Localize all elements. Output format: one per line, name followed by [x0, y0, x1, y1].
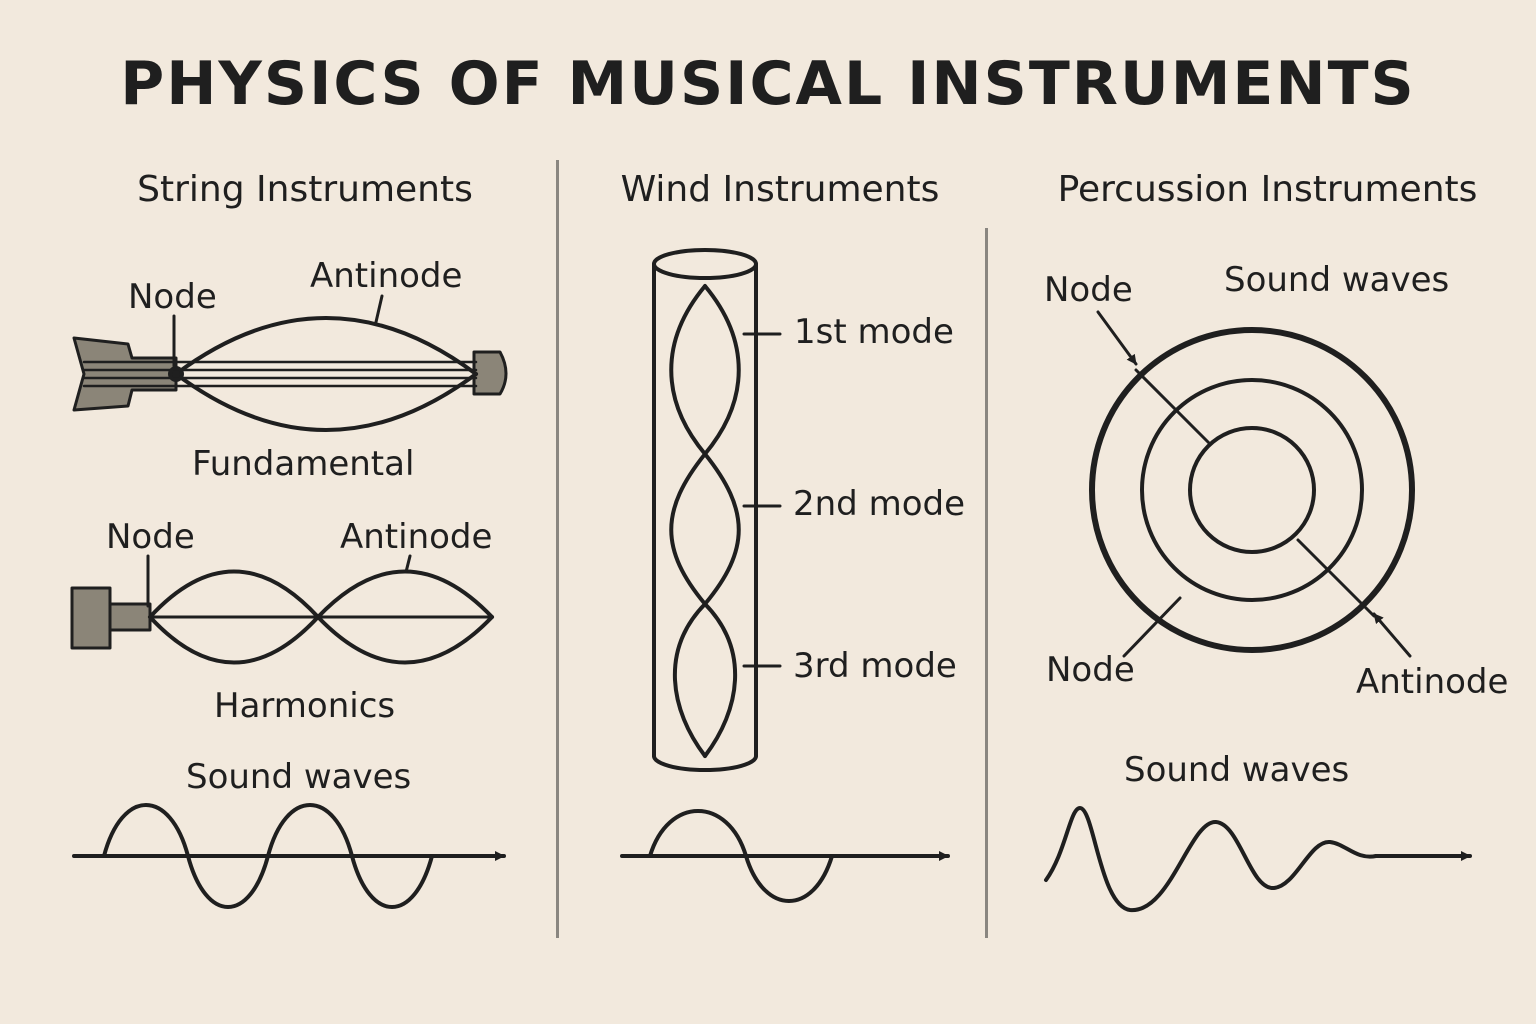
tube-mode-strand-b	[669, 284, 741, 758]
page-title: PHYSICS OF MUSICAL INSTRUMENTS	[120, 49, 1416, 119]
drum-middle-ring	[1140, 378, 1364, 602]
wind-mode-3-label: 3rd mode	[793, 646, 957, 686]
percussion-sound-wave	[1044, 806, 1472, 913]
wind-sound-wave-curve	[648, 809, 834, 903]
scroll-head-icon	[72, 336, 178, 412]
fundamental-node-dot	[168, 366, 184, 382]
fundamental-lower-loop	[174, 372, 478, 432]
drum-membrane-diagram	[1089, 310, 1415, 658]
tube-top-opening	[652, 248, 758, 280]
fundamental-caption: Fundamental	[192, 444, 415, 484]
harmonic-loop-upper-2	[316, 569, 494, 619]
drum-inner-ring	[1188, 426, 1316, 554]
peg-neck-icon	[108, 602, 152, 632]
string-sound-label: Sound waves	[186, 757, 412, 797]
wind-sound-wave	[620, 809, 950, 903]
string-sound-wave	[72, 803, 506, 909]
drum-node-bottom-pointer	[1122, 596, 1182, 658]
string-sound-wave-curve	[102, 803, 434, 909]
harmonics-node-label: Node	[106, 517, 195, 557]
fundamental-upper-loop	[174, 316, 478, 376]
drum-radial-line-bottom	[1296, 538, 1376, 618]
peg-block-icon	[70, 586, 112, 650]
divider-left	[556, 160, 559, 938]
fundamental-node-label: Node	[128, 277, 217, 317]
drum-radial-line-top	[1134, 368, 1212, 446]
percussion-heading: Percussion Instruments	[1057, 169, 1478, 210]
wind-tube-diagram	[652, 248, 782, 772]
fundamental-antinode-label: Antinode	[310, 256, 463, 296]
harmonics-antinode-pointer	[404, 554, 412, 574]
percussion-node-top-label: Node	[1044, 270, 1133, 310]
harmonics-antinode-label: Antinode	[340, 517, 493, 557]
string-heading: String Instruments	[137, 169, 473, 210]
harmonics-diagram	[70, 554, 494, 665]
wind-mode-1-label: 1st mode	[794, 312, 954, 352]
harmonics-caption: Harmonics	[214, 686, 396, 726]
percussion-sound-wave-curve	[1044, 806, 1378, 913]
wind-heading: Wind Instruments	[620, 169, 940, 210]
percussion-antinode-label: Antinode	[1356, 662, 1509, 702]
harmonic-loop-lower-1	[148, 615, 320, 665]
percussion-sound-top-label: Sound waves	[1224, 260, 1450, 300]
wind-mode-2-label: 2nd mode	[793, 484, 965, 524]
drum-outer-ring	[1089, 327, 1415, 653]
divider-right	[985, 228, 988, 938]
percussion-sound-label: Sound waves	[1124, 750, 1350, 790]
harmonic-loop-lower-2	[316, 615, 494, 665]
percussion-node-bottom-label: Node	[1046, 650, 1135, 690]
harmonic-loop-upper-1	[148, 569, 320, 619]
tube-mode-strand-a	[669, 284, 741, 758]
tailpiece-icon	[472, 350, 508, 396]
drum-node-top-pointer	[1096, 310, 1138, 366]
violin-fundamental-diagram	[72, 294, 508, 432]
tube-bottom-edge	[652, 754, 758, 772]
drum-antinode-pointer	[1372, 612, 1412, 658]
fundamental-antinode-pointer	[374, 294, 384, 324]
